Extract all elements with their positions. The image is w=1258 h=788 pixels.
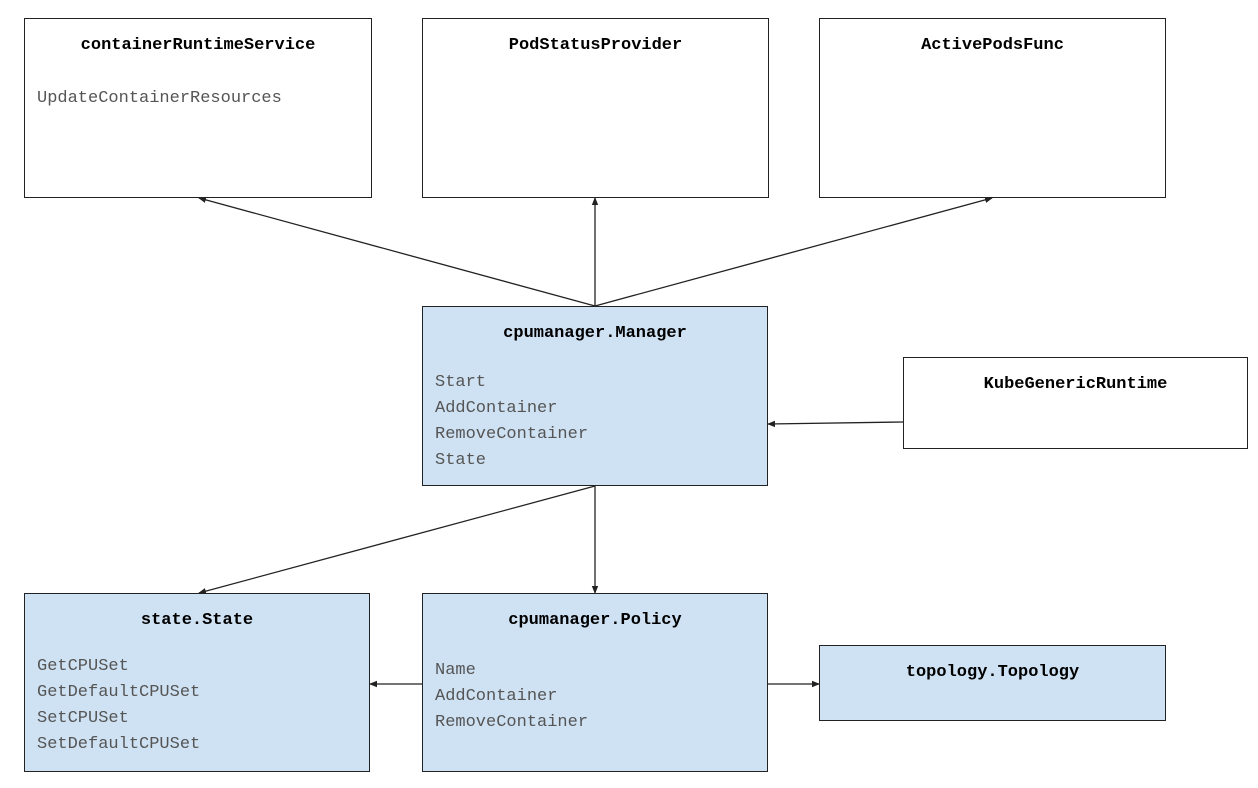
method-item: Start [435, 373, 487, 392]
edge-cpumanager-manager-to-containerruntimeservice [198, 196, 596, 307]
method-item: State [435, 451, 487, 470]
node-activepodsfunc: ActivePodsFunc [819, 18, 1166, 198]
method-list: UpdateContainerResources [25, 86, 282, 112]
method-item: Name [435, 661, 476, 680]
edge-cpumanager-manager-to-activepodsfunc [594, 196, 993, 307]
node-topology-topology: topology.Topology [819, 645, 1166, 721]
edge-cpumanager-manager-to-state-state [198, 485, 596, 595]
node-title: cpumanager.Manager [503, 324, 687, 343]
node-title: cpumanager.Policy [508, 611, 682, 630]
method-item: SetDefaultCPUSet [37, 735, 201, 754]
node-title: state.State [140, 611, 254, 630]
node-podstatusprovider: PodStatusProvider [422, 18, 769, 198]
node-title: PodStatusProvider [508, 36, 683, 55]
method-item: GetDefaultCPUSet [37, 683, 201, 702]
node-title: ActivePodsFunc [921, 36, 1064, 55]
node-title: containerRuntimeService [80, 36, 316, 55]
method-item: GetCPUSet [37, 657, 129, 676]
node-kubegenericruntime: KubeGenericRuntime [903, 357, 1248, 449]
method-item: AddContainer [435, 687, 558, 706]
node-title: topology.Topology [905, 663, 1080, 682]
method-item: UpdateContainerResources [37, 89, 282, 108]
method-item: SetCPUSet [37, 709, 129, 728]
method-item: AddContainer [435, 399, 558, 418]
edge-kubegenericruntime-to-cpumanager-manager [767, 420, 904, 428]
method-item: RemoveContainer [435, 713, 589, 732]
node-title: KubeGenericRuntime [983, 375, 1168, 394]
method-item: RemoveContainer [435, 425, 589, 444]
